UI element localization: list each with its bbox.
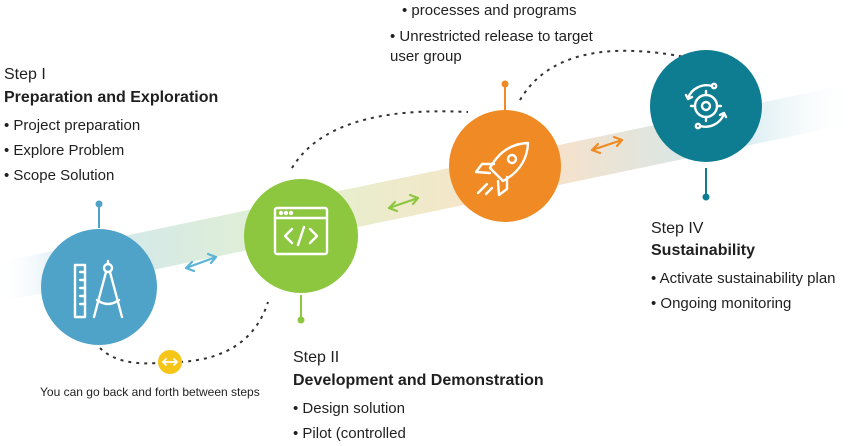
step2-pin-dot [297, 316, 305, 324]
double-arrow-icon [162, 358, 178, 366]
step1-bullet: Explore Problem [4, 138, 140, 163]
step1-pin-dot [95, 200, 103, 208]
step4-circle [650, 50, 762, 162]
connector-arrow-1 [184, 252, 218, 273]
connector-arrow-3 [590, 135, 624, 155]
gear-cycle-icon [684, 82, 728, 130]
step3-bullet: Unrestricted release to target user grou… [390, 27, 600, 67]
step2-label: Step II [293, 349, 340, 366]
step4-bullet-list: Activate sustainability plan Ongoing mon… [651, 266, 836, 316]
step2-bullet: Design solution [293, 396, 406, 421]
code-window-icon [273, 206, 329, 256]
step2-title: Development and Demonstration [293, 372, 544, 389]
connector-arrow-2 [387, 193, 420, 213]
progress-band [0, 82, 860, 302]
step3-pin-dot [501, 80, 509, 88]
step3-bullet-continued: processes and programs [402, 0, 576, 22]
step2-bullet: Pilot (controlled [293, 421, 405, 446]
ruler-compass-icon [73, 259, 124, 319]
step1-bullet: Project preparation [4, 113, 140, 138]
step4-label: Step IV [651, 220, 704, 237]
back-forth-note: You can go back and forth between steps [40, 385, 260, 399]
dotted-arc-note-right [179, 301, 269, 363]
step4-bullet: Activate sustainability plan [651, 266, 836, 291]
step4-title: Sustainability [651, 242, 756, 259]
step4-pin-dot [702, 193, 710, 201]
step1-label: Step I [4, 66, 46, 83]
rocket-icon [474, 141, 530, 197]
step1-bullet: Scope Solution [4, 163, 140, 188]
step1-bullet-list: Project preparation Explore Problem Scop… [4, 113, 140, 188]
dotted-arc-step3-step4 [519, 49, 691, 101]
step1-circle [41, 229, 157, 345]
step1-title: Preparation and Exploration [4, 89, 219, 106]
dotted-arc-note-left [99, 347, 169, 365]
step4-bullet: Ongoing monitoring [651, 291, 836, 316]
step3-circle [449, 110, 561, 222]
step2-bullet-list: Design solution Pilot (controlled [293, 396, 406, 446]
dotted-arc-step2-step3 [291, 110, 469, 169]
